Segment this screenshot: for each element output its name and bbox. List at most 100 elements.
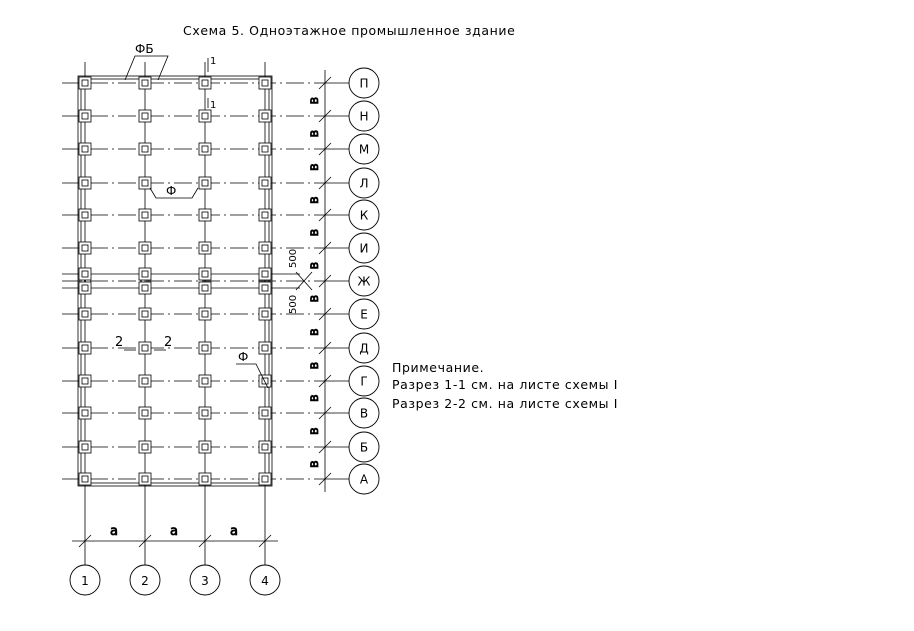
col-bubble-label: 4 xyxy=(261,574,269,588)
column-core xyxy=(261,409,269,417)
column-core xyxy=(201,475,209,483)
row-dim-tick xyxy=(318,374,332,388)
column-core xyxy=(261,310,269,318)
column-1-М xyxy=(78,142,92,156)
column-1-Б xyxy=(78,440,92,454)
note-line-1: Разрез 1-1 см. на листе схемы I xyxy=(392,377,618,392)
column-core xyxy=(81,284,89,292)
row-bubble-В xyxy=(348,397,380,429)
column-2-Г xyxy=(138,374,152,388)
column-1-И xyxy=(78,241,92,255)
column-core xyxy=(81,145,89,153)
column-core xyxy=(201,79,209,87)
joint-dim-lower: 500 xyxy=(288,295,299,314)
column-core xyxy=(81,310,89,318)
row-bubble-Л xyxy=(348,167,380,199)
column-3-Д xyxy=(198,341,212,355)
row-dim-label: в xyxy=(307,196,322,204)
column-3-Н xyxy=(198,109,212,123)
section-2-left: 2 xyxy=(115,335,123,350)
column-3-В xyxy=(198,406,212,420)
column-core xyxy=(201,112,209,120)
column-2-И xyxy=(138,241,152,255)
column-1-Н xyxy=(78,109,92,123)
row-dim-label: в xyxy=(307,460,322,468)
row-bubble-И xyxy=(348,232,380,264)
column-4-Н xyxy=(258,109,272,123)
column-2-Е xyxy=(138,307,152,321)
fb-label: ФБ xyxy=(135,42,154,56)
column-2-Б xyxy=(138,440,152,454)
row-dim-label: в xyxy=(307,394,322,402)
column-2-Л xyxy=(138,176,152,190)
column-2-Д xyxy=(138,341,152,355)
column-core xyxy=(201,310,209,318)
column-1-Л xyxy=(78,176,92,190)
column-core xyxy=(261,145,269,153)
col-dim-label: а xyxy=(230,524,238,539)
column-core xyxy=(81,79,89,87)
row-bubble-label: Г xyxy=(360,375,367,389)
column-1-Е xyxy=(78,307,92,321)
column-core xyxy=(81,270,89,278)
column-core xyxy=(261,443,269,451)
row-bubble-Н xyxy=(348,100,380,132)
row-bubble-label: Н xyxy=(359,110,368,124)
column-core xyxy=(141,79,149,87)
outer-wall xyxy=(77,75,273,487)
column-3-А xyxy=(198,472,212,486)
row-bubble-Д xyxy=(348,332,380,364)
column-core xyxy=(201,443,209,451)
column-3-Б xyxy=(198,440,212,454)
row-bubble-label: М xyxy=(359,143,369,157)
column-core xyxy=(141,310,149,318)
column-3-И xyxy=(198,241,212,255)
row-bubble-П xyxy=(348,67,380,99)
row-dim-tick xyxy=(318,307,332,321)
row-bubble-Е xyxy=(348,298,380,330)
row-dim-label: в xyxy=(307,97,322,105)
row-dim-tick xyxy=(318,109,332,123)
row-dim-label: в xyxy=(307,229,322,237)
column-core xyxy=(201,244,209,252)
column-core xyxy=(81,409,89,417)
column-3-П xyxy=(198,76,212,90)
column-2-М xyxy=(138,142,152,156)
row-dim-tick xyxy=(318,472,332,486)
row-bubble-Ж xyxy=(348,265,380,297)
f-leader-lower xyxy=(236,363,269,389)
row-dim-tick xyxy=(318,440,332,454)
column-core xyxy=(141,409,149,417)
column-core xyxy=(141,211,149,219)
column-core xyxy=(201,270,209,278)
column-4-Ж-2 xyxy=(258,281,272,295)
column-core xyxy=(201,211,209,219)
diagram-title: Схема 5. Одноэтажное промышленное здание xyxy=(183,23,515,38)
f-leader-upper xyxy=(149,187,199,199)
row-dim-label: в xyxy=(307,427,322,435)
section-1-top: 1 xyxy=(210,56,216,67)
column-core xyxy=(81,244,89,252)
column-2-К xyxy=(138,208,152,222)
column-4-В xyxy=(258,406,272,420)
row-dim-tick xyxy=(318,274,332,288)
column-4-И xyxy=(258,241,272,255)
column-core xyxy=(141,475,149,483)
column-3-Е xyxy=(198,307,212,321)
col-dim-tick xyxy=(138,534,152,548)
row-bubble-label: Б xyxy=(360,441,368,455)
row-bubble-А xyxy=(348,463,380,495)
section-1-bottom: 1 xyxy=(210,100,216,111)
column-core xyxy=(81,344,89,352)
building-outline xyxy=(77,75,273,487)
row-dim-label: в xyxy=(307,295,322,303)
row-dim-tick xyxy=(318,241,332,255)
row-bubble-М xyxy=(348,133,380,165)
column-2-А xyxy=(138,472,152,486)
column-3-Ж-1 xyxy=(198,267,212,281)
column-core xyxy=(261,270,269,278)
column-core xyxy=(81,211,89,219)
column-core xyxy=(81,112,89,120)
row-bubble-label: Е xyxy=(360,308,368,322)
